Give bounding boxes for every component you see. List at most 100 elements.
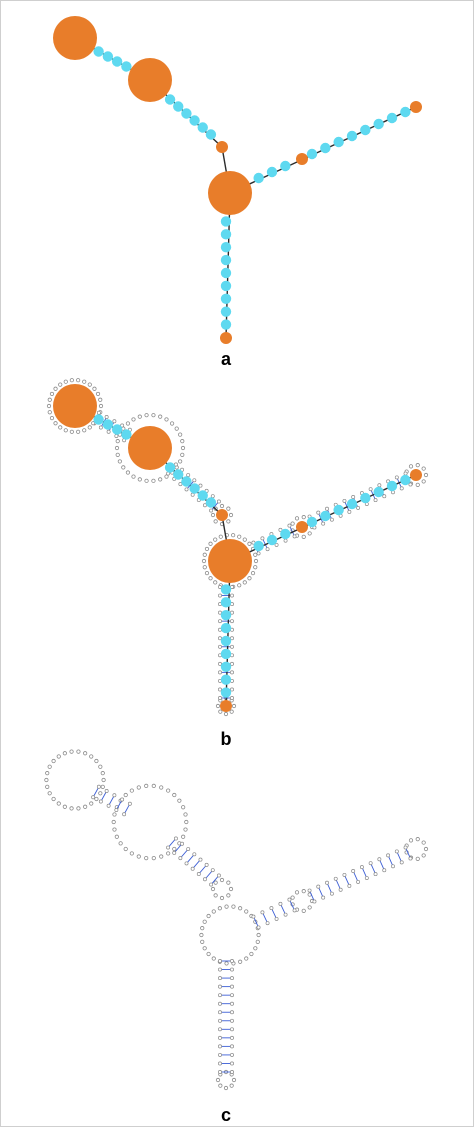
panel-b-nucleotide (218, 644, 222, 649)
panel-c-nucleotide (183, 827, 188, 832)
panel-c-nucleotide (333, 876, 338, 881)
panel-c-nucleotide (202, 946, 207, 951)
panel-a-stem-node (93, 46, 104, 57)
panel-b-nucleotide (394, 475, 399, 480)
panel-b-nucleotide (186, 473, 191, 477)
panel-c-nucleotide (216, 873, 221, 878)
panel-c-nucleotide (218, 1061, 222, 1066)
panel-c-nucleotide (112, 827, 117, 832)
panel-c-nucleotide (218, 1035, 222, 1040)
panel-c-nucleotide (230, 976, 234, 981)
panel-b-nucleotide (76, 378, 81, 383)
panel-b-nucleotide (87, 425, 92, 430)
panel-b-nucleotide (180, 439, 185, 444)
panel-b-nucleotide (230, 670, 234, 675)
panel-b-nucleotide (180, 445, 186, 451)
panel-c-nucleotide (202, 877, 207, 882)
panel-c-nucleotide (230, 1061, 234, 1066)
panel-b-nucleotide (117, 459, 122, 464)
panel-b-nucleotide (201, 558, 207, 564)
panel-b-stem-node (220, 648, 232, 660)
panel-c-nucleotide (394, 849, 399, 854)
panel-c-nucleotide (51, 796, 56, 802)
panel-c-nucleotide (218, 984, 222, 989)
panel-c-nucleotide (56, 801, 61, 806)
panel-b-nucleotide (283, 538, 288, 543)
panel-c-nucleotide (204, 862, 209, 867)
panel-b-nucleotide (382, 494, 387, 499)
panel-b-nucleotide (265, 547, 270, 552)
panel-a-stem-node (400, 106, 411, 118)
panel-c-nucleotide (47, 791, 52, 796)
panel-c-nucleotide (290, 895, 295, 900)
panel-a-graph (53, 16, 422, 344)
panel-b-nucleotide (218, 709, 223, 714)
panel-b-nucleotide (164, 474, 169, 479)
panel-b-nucleotide (218, 593, 222, 598)
panel-c-base-pair (396, 851, 403, 863)
panel-c-nucleotide (251, 914, 256, 919)
panel-b-nucleotide (231, 533, 236, 538)
panel-a-stem-node (189, 115, 200, 126)
panel-c-nucleotide (230, 967, 234, 972)
panel-b-stem-node (266, 534, 278, 546)
panel-c-nucleotide (123, 792, 128, 798)
panel-b-nucleotide (215, 703, 221, 709)
panel-c-nucleotide (98, 791, 103, 796)
panel-c-nucleotide (184, 819, 189, 825)
panel-c-base-pair (344, 874, 350, 887)
panel-b-stem-node (181, 476, 192, 487)
panel-c-nucleotide (307, 888, 312, 893)
panel-c-base-pair (387, 855, 394, 867)
panel-b-nucleotide (208, 576, 213, 581)
panel-b-nucleotide (347, 509, 352, 514)
panel-b-nucleotide (216, 499, 221, 504)
panel-b-nucleotide (76, 429, 81, 434)
panel-b-nucleotide (69, 378, 74, 383)
panel-c-base-pair (405, 847, 411, 859)
panel-c-nucleotide (183, 812, 188, 817)
panel-b-nucleotide (228, 512, 234, 518)
panel-c-nucleotide (94, 796, 99, 802)
panel-c-base-pair (271, 907, 277, 920)
panel-c-nucleotide (249, 951, 254, 957)
panel-c-base-pair (280, 903, 286, 915)
panel-c-nucleotide (94, 758, 99, 764)
panel-c-nucleotide (230, 1027, 234, 1032)
panel-c-nucleotide (342, 872, 347, 877)
panel-c-nucleotide (403, 845, 408, 850)
panel-c-nucleotide (312, 899, 317, 904)
panel-b-nucleotide (274, 542, 279, 547)
panel-b-stem-node (173, 469, 184, 480)
panel-a-stem-node (306, 148, 318, 160)
panel-b-nucleotide (82, 428, 87, 433)
panel-c-nucleotide (224, 961, 229, 966)
panel-b-nucleotide (230, 687, 234, 692)
panel-b-stem-node (93, 414, 104, 425)
panel-c-nucleotide (114, 808, 119, 812)
panel-b-nucleotide (69, 429, 74, 434)
panel-b-nucleotide (137, 414, 142, 419)
panel-c-nucleotide (219, 877, 225, 883)
panel-b-nucleotide (209, 508, 214, 513)
panel-c-nucleotide (230, 1044, 234, 1049)
panel-b-nucleotide (218, 661, 222, 666)
panel-c-nucleotide (218, 1083, 223, 1088)
panel-c-structure (44, 749, 429, 1091)
panel-b-nucleotide (202, 552, 207, 557)
panel-b-nucleotide (423, 472, 429, 478)
panel-b-nucleotide (210, 512, 216, 518)
panel-b-stem-node (220, 622, 232, 634)
panel-c-nucleotide (120, 797, 125, 802)
panel-b-base-pair (262, 538, 268, 550)
panel-b-nucleotide (169, 421, 175, 426)
panel-c-nucleotide (274, 916, 279, 921)
panel-b-loop-node (410, 469, 422, 481)
panel-b-stem-node (306, 516, 318, 528)
panel-b-stem-node (400, 474, 411, 486)
panel-b-nucleotide (242, 580, 247, 585)
panel-b-nucleotide (230, 644, 234, 649)
panel-c-nucleotide (136, 854, 141, 859)
panel-c-base-pair (262, 912, 268, 924)
panel-c-nucleotide (45, 771, 50, 776)
